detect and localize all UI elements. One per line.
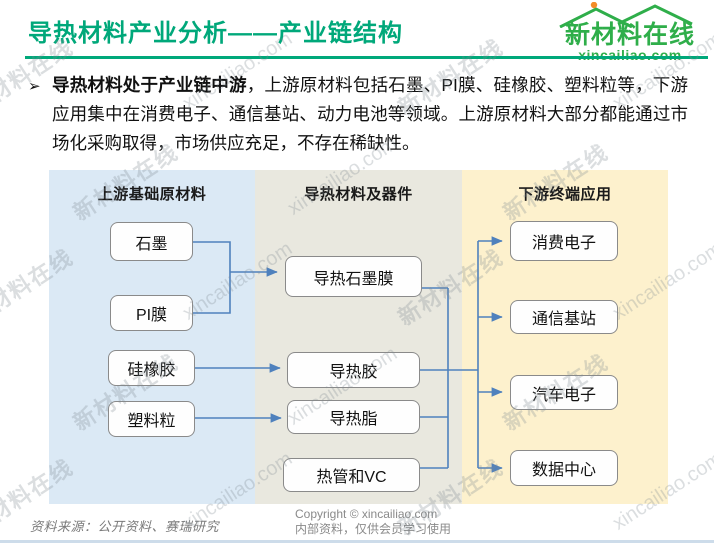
arrow-bullet-icon: ➢ (28, 78, 41, 95)
copyright-line1: Copyright © xincailiao.com (295, 507, 438, 521)
title-underline (25, 56, 708, 59)
copyright-line2: 内部资料，仅供会员学习使用 (295, 522, 452, 536)
connector-lines (193, 236, 503, 473)
logo-name: 新材料在线 (564, 21, 695, 49)
node-automotive-electronics: 汽车电子 (510, 375, 618, 410)
summary-paragraph: ➢ 导热材料处于产业链中游，上游原材料包括石墨、PI膜、硅橡胶、塑料粒等，下游应… (28, 71, 688, 158)
node-thermal-adhesive: 导热胶 (287, 352, 420, 388)
source-note: 资料来源：公开资料、赛瑞研究 (30, 519, 220, 534)
column-upstream-title: 上游基础原材料 (97, 186, 207, 203)
column-midstream: 导热材料及器件 (255, 170, 462, 504)
node-data-center: 数据中心 (510, 450, 618, 486)
node-silicone-rubber: 硅橡胶 (108, 350, 195, 386)
summary-text: ，上游原材料包括石墨、PI膜、硅橡胶、塑料粒等，下游应用集中在消费电子、通信基站… (52, 75, 688, 153)
node-pi-film: PI膜 (110, 295, 193, 331)
bottom-border (0, 540, 714, 543)
logo-roof-icon (559, 2, 693, 28)
column-midstream-title: 导热材料及器件 (304, 186, 413, 203)
node-heat-pipe-vc: 热管和VC (283, 458, 420, 492)
xincailiao-logo: 新材料在线 xincailiao.com (554, 2, 706, 63)
supply-chain-diagram: 上游基础原材料 导热材料及器件 下游终端应用 石墨 PI膜 硅橡胶 塑料粒 (49, 170, 668, 504)
summary-lead: 导热材料处于产业链中游 (52, 75, 247, 95)
node-thermal-graphite-film: 导热石墨膜 (285, 256, 422, 297)
column-downstream-title: 下游终端应用 (518, 186, 612, 203)
copyright-note: Copyright © xincailiao.com 内部资料，仅供会员学习使用 (295, 507, 451, 537)
node-graphite: 石墨 (110, 222, 193, 261)
node-plastic-pellets: 塑料粒 (108, 401, 195, 437)
node-thermal-grease: 导热脂 (287, 400, 420, 434)
logo-orange-dot (590, 2, 598, 9)
node-base-stations: 通信基站 (510, 300, 618, 334)
node-consumer-electronics: 消费电子 (510, 221, 618, 261)
page-title: 导热材料产业分析——产业链结构 (28, 20, 403, 47)
